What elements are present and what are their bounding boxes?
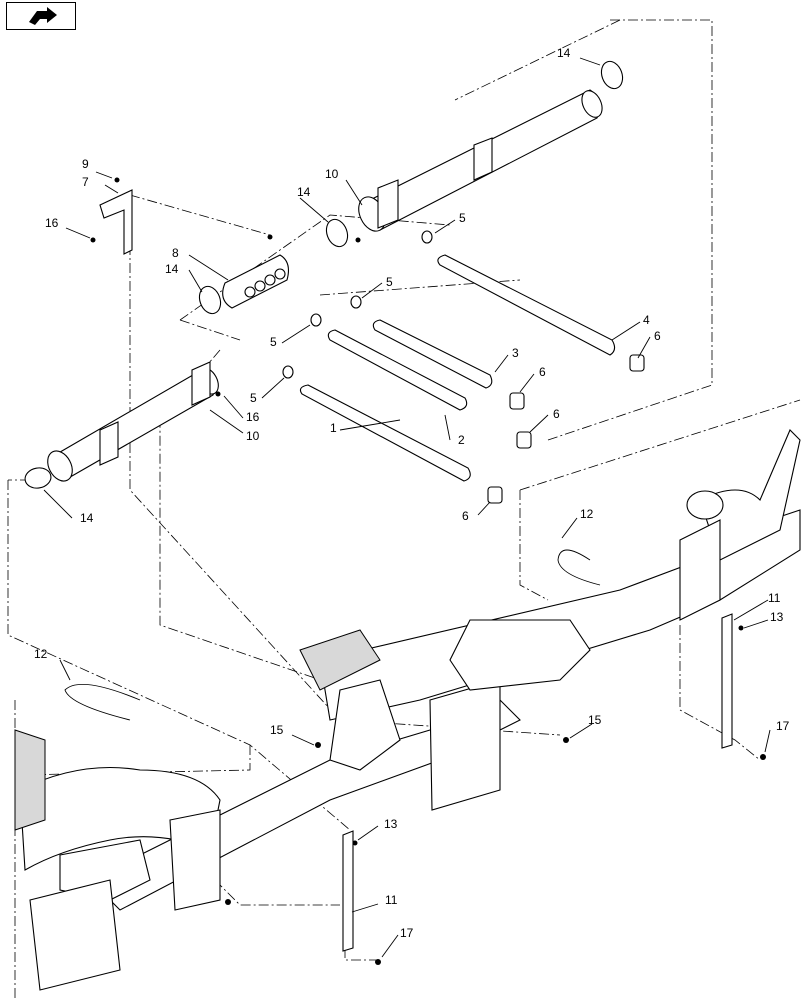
next-page-arrow-icon: [29, 7, 57, 25]
callout-14: 14: [80, 511, 94, 525]
callout-9: 9: [82, 157, 89, 171]
callout-14: 14: [557, 46, 571, 60]
callout-12: 12: [34, 647, 48, 661]
clamps: [487, 354, 645, 504]
hose-clamps: [24, 60, 624, 489]
callout-14: 14: [165, 262, 179, 276]
callout-11: 11: [385, 893, 398, 907]
small-bolts: [90, 177, 766, 965]
callout-8: 8: [172, 246, 179, 260]
callout-16: 16: [246, 410, 260, 424]
callout-15: 15: [588, 713, 602, 727]
manifold: [222, 254, 289, 309]
callout-3: 3: [512, 346, 519, 360]
callout-6: 6: [462, 509, 469, 523]
callout-10: 10: [246, 429, 260, 443]
callout-6: 6: [539, 365, 546, 379]
callout-16: 16: [45, 216, 59, 230]
straps: [342, 613, 733, 952]
u-bolts: [64, 549, 601, 721]
callout-17: 17: [776, 719, 790, 733]
callout-11: 11: [768, 591, 781, 605]
callout-5: 5: [250, 391, 257, 405]
callout-2: 2: [458, 433, 465, 447]
callout-10: 10: [325, 167, 339, 181]
callout-14: 14: [297, 185, 311, 199]
lower-tube: [47, 361, 219, 482]
callout-12: 12: [580, 507, 594, 521]
leader-lines: [43, 57, 771, 958]
callout-labels: 14 10 14 9 7 16 8 14 5 5 5 5 1 2 3 4 6 6…: [34, 46, 790, 940]
callout-13: 13: [770, 610, 784, 624]
callout-13: 13: [384, 817, 398, 831]
rods: [299, 254, 616, 482]
callout-7: 7: [82, 175, 89, 189]
next-page-button[interactable]: [6, 2, 76, 30]
callout-5: 5: [270, 335, 277, 349]
callout-15: 15: [270, 723, 284, 737]
upper-tube: [358, 89, 603, 232]
bushings: [282, 230, 433, 379]
callout-1: 1: [330, 421, 337, 435]
bracket-7: [99, 189, 133, 255]
callout-4: 4: [643, 313, 650, 327]
callout-5: 5: [386, 275, 393, 289]
callout-6: 6: [654, 329, 661, 343]
callout-5: 5: [459, 211, 466, 225]
callout-6: 6: [553, 407, 560, 421]
axle-frame: [14, 429, 801, 991]
callout-17: 17: [400, 926, 414, 940]
